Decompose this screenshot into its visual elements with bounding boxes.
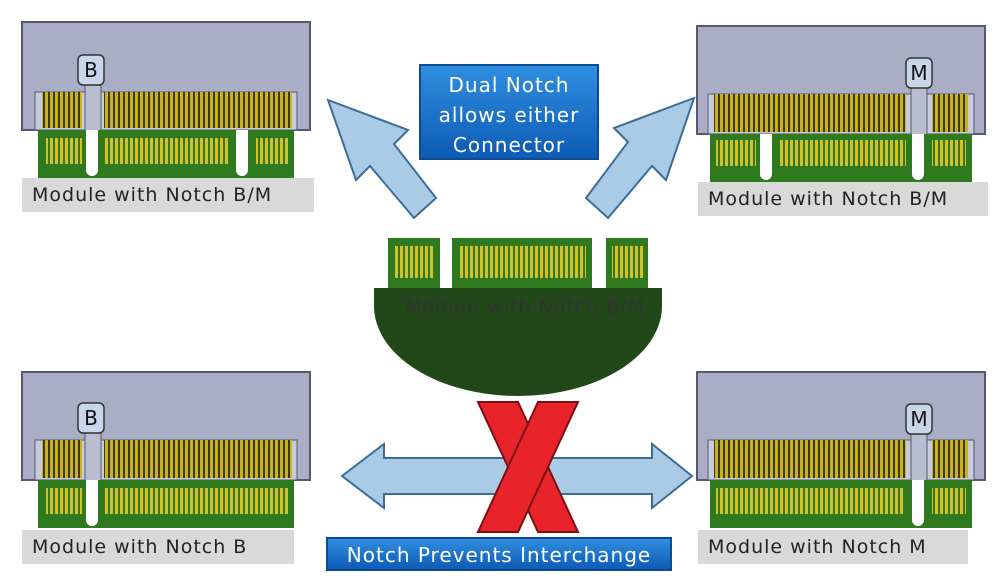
callout-line: Dual Notch [448,73,570,97]
module-bottom-left [21,371,311,528]
pcb-pads [716,488,904,514]
pcb-pads [612,246,644,278]
caption-bottom-left: Module with Notch B [22,530,294,564]
key-label-box [77,54,105,86]
pcb-pads [104,488,288,514]
dual-notch-callout: Dual Notch allows either Connector [419,64,599,160]
module-top-left [21,21,311,178]
callout-line: Connector [452,133,566,157]
notch-prevents-callout: Notch Prevents Interchange [326,537,672,571]
key-label-box [77,402,105,434]
caption-bottom-right: Module with Notch M [698,530,968,564]
arrow-up-left [326,98,438,220]
connector-key [910,83,928,137]
pcb-pads [932,488,966,514]
pcb-pads [256,138,288,164]
connector-pins [932,94,968,132]
key-letter: B [84,406,98,430]
red-x-mark [476,401,580,533]
notch-m [912,134,924,180]
connector-pins [714,94,906,132]
pcb-pads [46,138,82,164]
key-letter: M [910,407,927,431]
connector-pins [714,440,906,478]
connector-pins [42,92,82,128]
key-letter: B [84,58,98,82]
notch-b [760,134,772,180]
key-label-box [905,57,933,89]
caption-top-right: Module with Notch B/M [698,182,988,216]
connector-key [84,429,102,483]
pcb-pads [46,488,82,514]
module-bottom-right [696,371,986,528]
key-letter: M [910,61,927,85]
pcb-pads [394,246,434,278]
pcb-pads [460,246,586,278]
connector-pins [932,440,968,478]
notch-m [236,130,248,176]
pcb-pads [932,140,966,166]
pcb-pads [780,140,906,166]
center-semicircle [374,288,662,396]
center-module-label: Module with Notch B/M [404,296,646,318]
callout-line: allows either [438,103,580,127]
pcb-pads [104,138,230,164]
connector-pins [104,92,292,128]
arrow-up-right [584,96,696,220]
notch-m [912,480,924,526]
connector-pins [42,440,82,478]
center-module [374,238,662,396]
pcb-pads [716,140,756,166]
connector-key [910,429,928,483]
connector-pins [104,440,292,478]
notch-b [86,480,98,526]
connector-key [84,79,102,133]
module-top-right [696,25,986,182]
key-label-box [905,403,933,435]
caption-top-left: Module with Notch B/M [22,178,314,212]
notch-b [86,130,98,176]
